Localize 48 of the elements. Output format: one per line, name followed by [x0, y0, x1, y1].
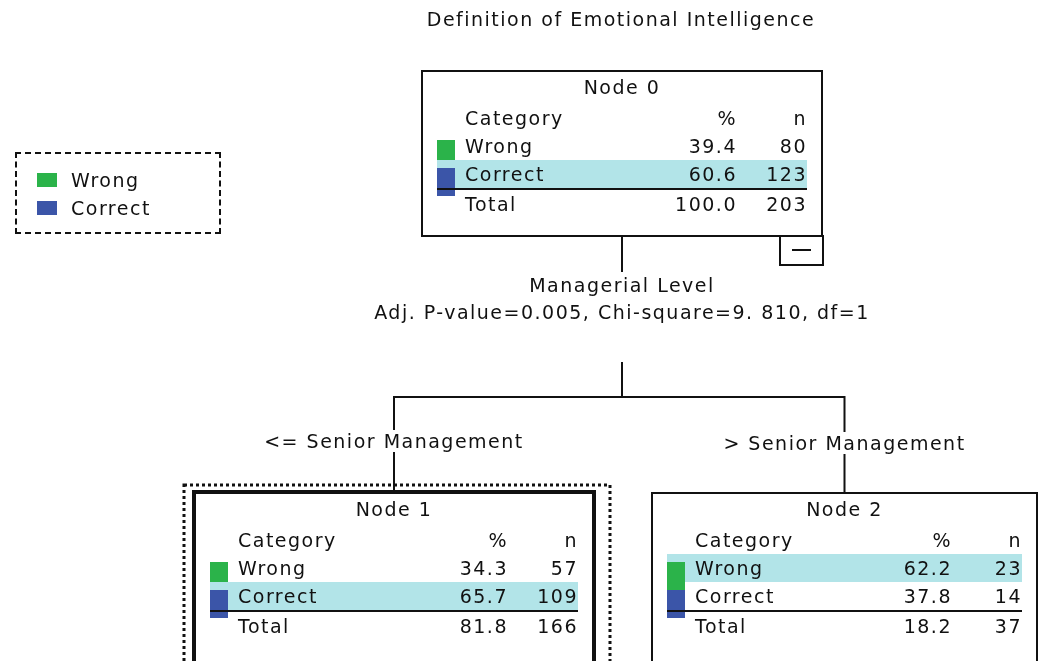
table-value: 109 — [508, 582, 578, 610]
column-header: % — [716, 106, 737, 131]
tree-node-box — [421, 70, 823, 237]
table-value: Correct — [695, 584, 776, 609]
table-value: 166 — [508, 610, 578, 640]
connector-line — [621, 236, 623, 273]
table-value: 60.6 — [637, 160, 737, 188]
column-header: % — [931, 528, 952, 553]
table-value: Total — [465, 188, 637, 218]
table-value: 14 — [993, 584, 1022, 609]
table-value: 57 — [549, 556, 578, 581]
table-value: 81.8 — [408, 610, 508, 640]
split-text: Adj. P-value=0.005, Chi-square=9. 810, df=1 — [373, 300, 871, 325]
table-value: 123 — [737, 160, 807, 188]
column-header: n — [1007, 528, 1022, 553]
table-value: 18.2 — [852, 610, 952, 640]
table-value: 62.2 — [852, 554, 952, 582]
table-value: 34.3 — [458, 556, 508, 581]
table-value: Correct — [238, 582, 408, 610]
table-value: 65.7 — [408, 582, 508, 610]
column-header: % — [487, 528, 508, 553]
table-value: Wrong — [465, 134, 535, 159]
legend-label: Wrong — [71, 169, 140, 191]
table-value: 37.8 — [902, 584, 952, 609]
table-value: Wrong — [238, 556, 308, 581]
table-value: Wrong — [695, 554, 852, 582]
connector-line — [621, 361, 846, 493]
node-heading: Node 1 — [354, 498, 434, 522]
column-header: Category — [695, 528, 795, 553]
table-value: Total — [238, 610, 408, 640]
node-heading: Node 2 — [805, 498, 884, 522]
table-value: 80 — [778, 134, 807, 159]
table-value: 23 — [952, 554, 1022, 582]
node-heading: Node 0 — [582, 76, 662, 100]
column-header: n — [792, 106, 807, 131]
diagram-title: Definition of Emotional Intelligence — [425, 8, 817, 30]
table-value: Correct — [465, 160, 637, 188]
table-value: 37 — [952, 610, 1022, 640]
table-value: Total — [695, 610, 852, 640]
tree-node-box — [651, 492, 1038, 661]
column-header: Category — [238, 528, 338, 553]
table-value: 203 — [737, 188, 807, 218]
table-value: 100.0 — [637, 188, 737, 218]
column-header: n — [563, 528, 578, 553]
column-header: Category — [465, 106, 565, 131]
table-value: 39.4 — [687, 134, 737, 159]
split-text: Managerial Level — [528, 273, 716, 298]
legend-label: Correct — [71, 197, 151, 219]
